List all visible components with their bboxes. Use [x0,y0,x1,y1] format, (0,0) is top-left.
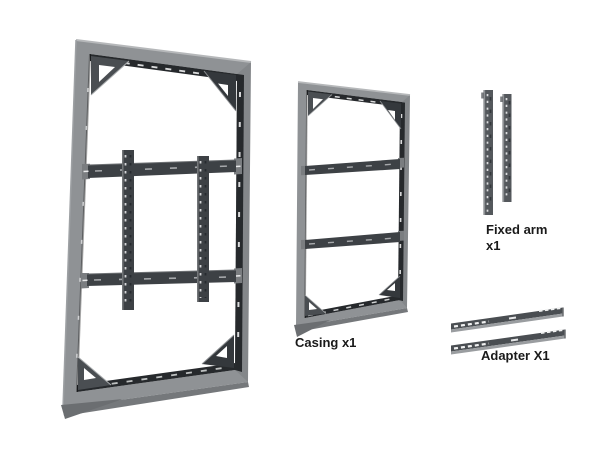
fixed-arm-label: Fixed arm x1 [486,222,547,254]
fixed-arm-bar-right [500,94,512,202]
frame-inner-lips [75,53,244,393]
casing-rail-bottom [301,230,404,250]
casing-gusset-bottom-left [304,294,327,316]
fixed-arm-right-mounted [197,156,209,302]
casing-figure: Casing x1 [288,74,418,374]
adapter-figure: Adapter X1 [443,298,593,373]
adapter-bar-bottom [451,329,566,355]
adapter-drawing [451,307,566,355]
casing-gusset-bottom-right [378,275,401,298]
assembled-mount-drawing [61,39,252,419]
fixed-arm-figure: Fixed arm x1 [478,85,568,265]
frame-bottom-face [63,382,249,416]
assembled-mount-figure [55,28,280,428]
casing-drawing [294,81,411,337]
corner-gusset-top-left [90,56,130,96]
adapter-bar-top [451,307,564,333]
casing-rail-top [301,157,404,176]
casing-gusset-top-right [379,100,402,130]
adapter-rail-bottom [81,268,242,289]
fixed-arm-label-text: Fixed arm [486,222,548,237]
adapter-rail-top [82,158,242,180]
corner-gusset-bottom-left [77,356,112,390]
casing-inner-lips [304,89,405,319]
adapter-label: Adapter X1 [481,348,550,363]
corner-gusset-top-right [203,70,237,112]
casing-gusset-top-left [307,91,333,117]
fixed-arm-drawing [481,90,512,215]
fixed-arm-bar-left [481,90,493,215]
fixed-arm-left-mounted [122,150,134,310]
casing-label: Casing x1 [295,335,357,350]
fixed-arm-qty: x1 [486,238,501,253]
corner-gusset-bottom-right [201,334,235,368]
